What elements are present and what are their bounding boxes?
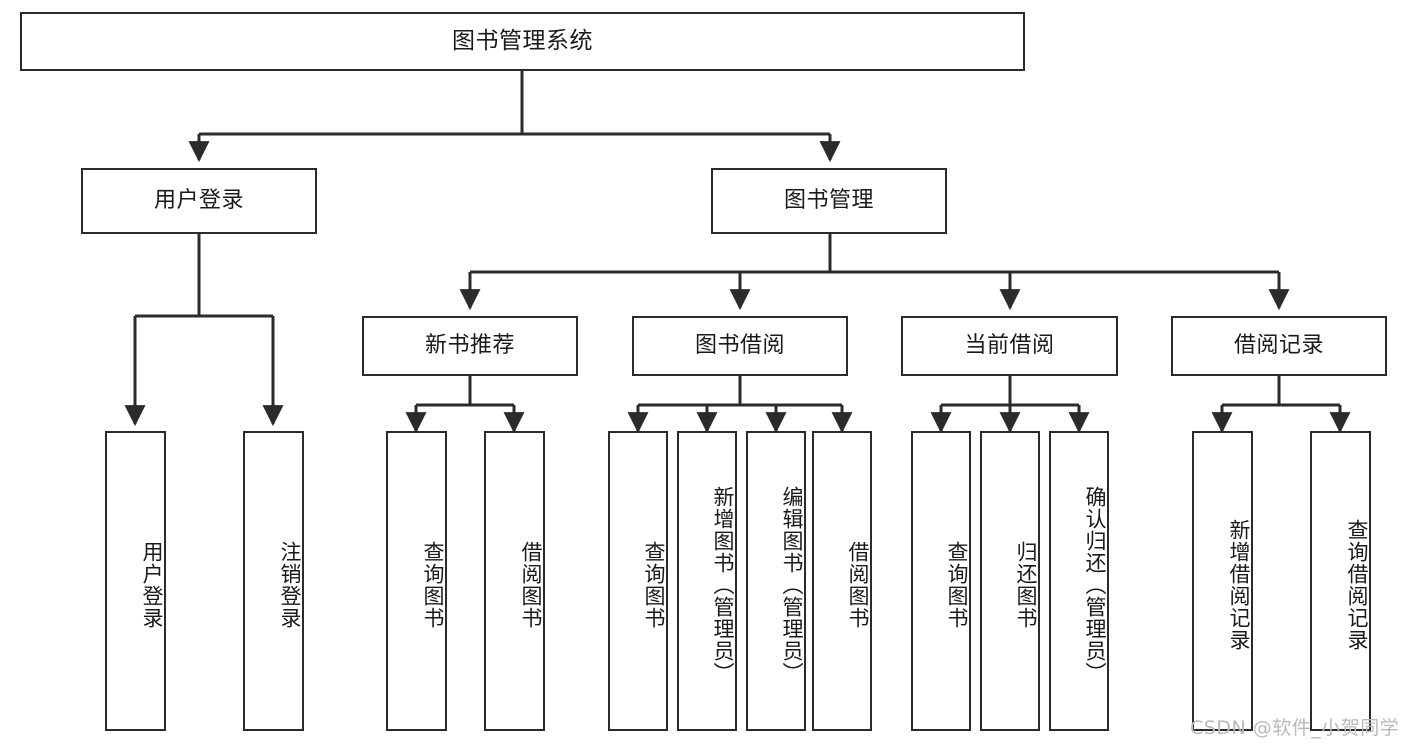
node-label: 借阅记录 xyxy=(1233,332,1324,358)
leaf-query-book-borrow[interactable]: 查询图书 xyxy=(608,431,668,731)
node-label: 归还图书 xyxy=(1014,541,1038,629)
node-current-borrow[interactable]: 当前借阅 xyxy=(901,316,1118,376)
node-label: 当前借阅 xyxy=(964,332,1055,358)
node-label: 借阅图书 xyxy=(519,541,543,629)
leaf-borrow-book-new[interactable]: 借阅图书 xyxy=(484,431,545,731)
node-label: 图书管理 xyxy=(783,187,874,213)
leaf-query-book-current[interactable]: 查询图书 xyxy=(911,431,971,731)
node-label: 查询图书 xyxy=(642,541,666,629)
node-new-book-recommend[interactable]: 新书推荐 xyxy=(362,316,578,376)
node-borrow-record[interactable]: 借阅记录 xyxy=(1171,316,1387,376)
node-label: 借阅图书 xyxy=(846,541,870,629)
node-label: 查询借阅记录 xyxy=(1345,519,1369,651)
leaf-query-book-new[interactable]: 查询图书 xyxy=(386,431,447,731)
leaf-add-borrow-record[interactable]: 新增借阅记录 xyxy=(1192,431,1253,731)
node-label: 新书推荐 xyxy=(424,332,515,358)
node-label: 查询图书 xyxy=(945,541,969,629)
node-label: 编辑图书（管理员） xyxy=(780,486,804,684)
leaf-borrow-book[interactable]: 借阅图书 xyxy=(812,431,872,731)
node-label: 新增借阅记录 xyxy=(1227,519,1251,651)
node-book-management[interactable]: 图书管理 xyxy=(711,168,947,234)
node-label: 用户登录 xyxy=(153,187,244,213)
node-book-borrow[interactable]: 图书借阅 xyxy=(632,316,848,376)
leaf-user-login[interactable]: 用户登录 xyxy=(105,431,166,731)
node-label: 图书借阅 xyxy=(694,332,785,358)
node-label: 图书管理系统 xyxy=(452,28,593,55)
node-label: 用户登录 xyxy=(140,541,164,629)
node-label: 注销登录 xyxy=(278,541,302,629)
leaf-add-book-admin[interactable]: 新增图书（管理员） xyxy=(677,431,737,731)
leaf-edit-book-admin[interactable]: 编辑图书（管理员） xyxy=(746,431,806,731)
node-label: 新增图书（管理员） xyxy=(711,486,735,684)
node-user-login[interactable]: 用户登录 xyxy=(81,168,317,234)
node-label: 确认归还（管理员） xyxy=(1083,486,1107,684)
leaf-query-borrow-record[interactable]: 查询借阅记录 xyxy=(1310,431,1371,731)
leaf-logout[interactable]: 注销登录 xyxy=(243,431,304,731)
csdn-watermark: CSDN @软件_小贺同学 xyxy=(1190,717,1400,739)
node-label: 查询图书 xyxy=(421,541,445,629)
leaf-return-book[interactable]: 归还图书 xyxy=(980,431,1040,731)
leaf-confirm-return-admin[interactable]: 确认归还（管理员） xyxy=(1049,431,1109,731)
node-root-system[interactable]: 图书管理系统 xyxy=(20,12,1025,71)
